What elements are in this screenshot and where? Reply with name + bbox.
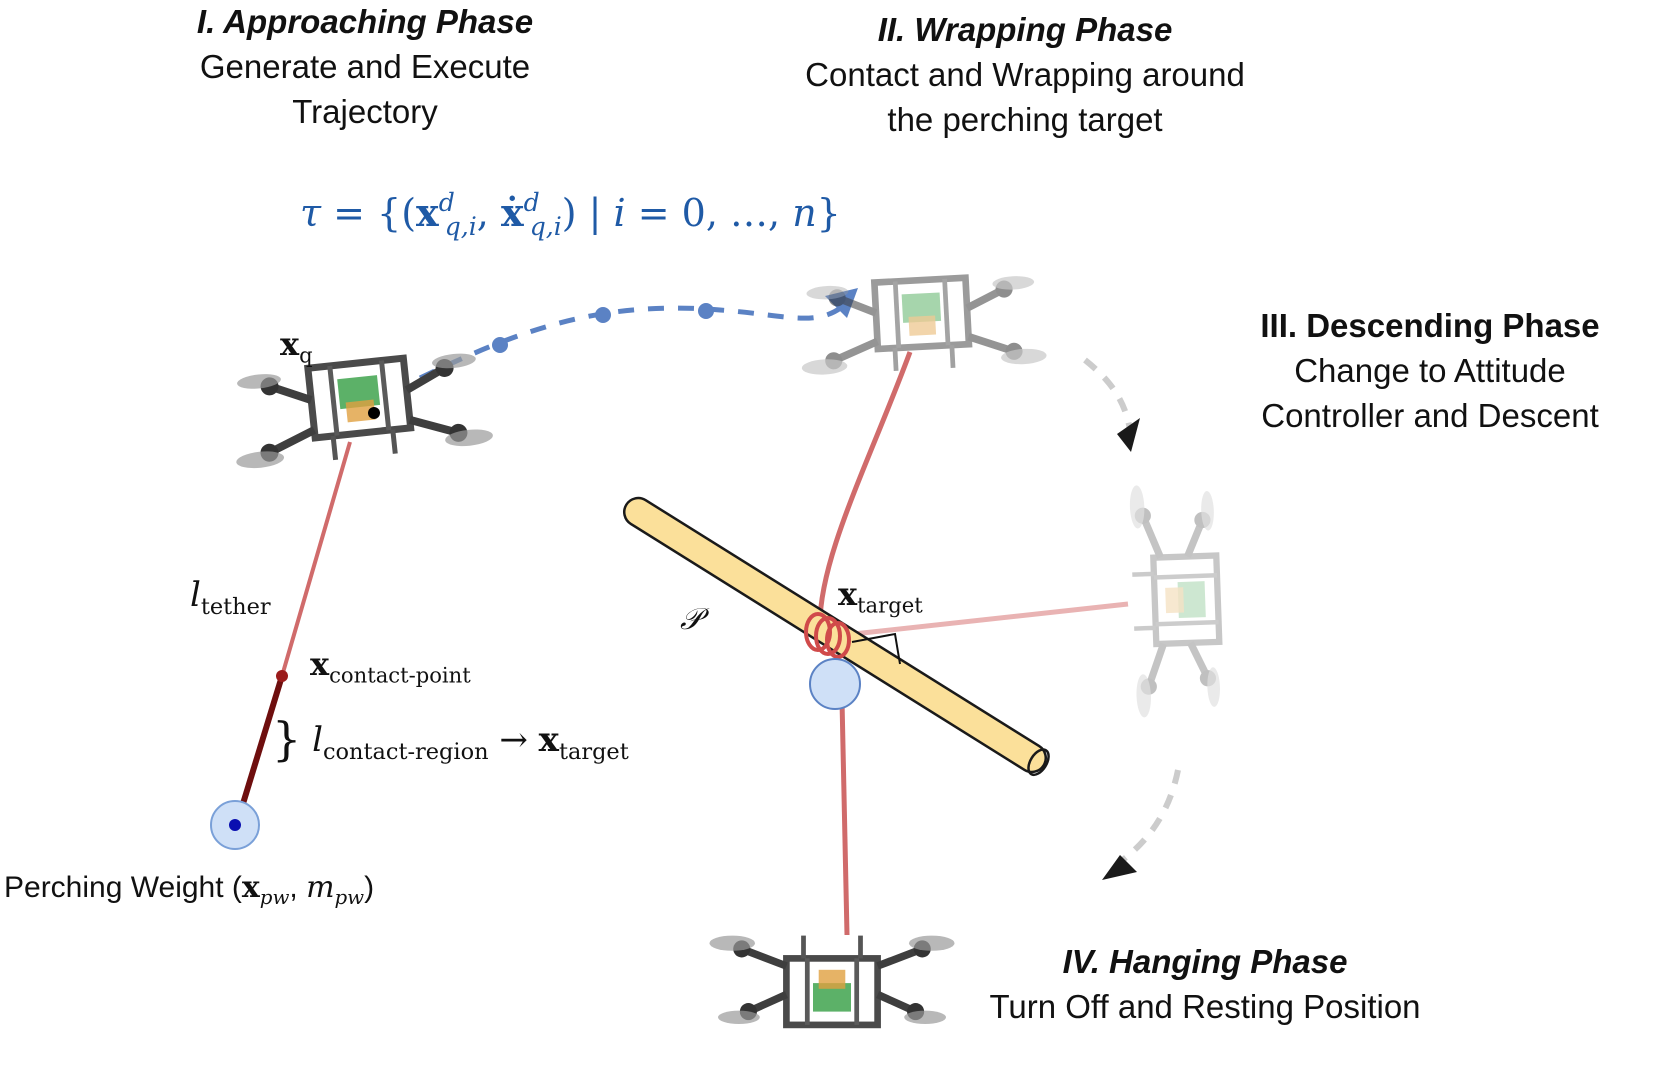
phase-approaching-title: I. Approaching Phase	[196, 3, 534, 40]
phase-approaching-desc-2: Trajectory	[292, 93, 438, 130]
x-q-symbol: x	[280, 325, 300, 363]
trajectory-waypoint	[698, 303, 714, 319]
pw-x-sub: pw	[259, 885, 290, 909]
eq-range: = 0, …,	[625, 191, 793, 236]
phase-descending-desc-1: Change to Attitude	[1294, 352, 1566, 389]
phase-descending: III. Descending Phase Change to Attitude…	[1215, 304, 1645, 438]
phase-wrapping: II. Wrapping Phase Contact and Wrapping …	[745, 8, 1305, 142]
pw-x-symbol: x	[241, 870, 260, 905]
perching-weight-text: Perching Weight (	[4, 871, 242, 904]
eq-x: x	[416, 190, 439, 236]
phase-hanging: IV. Hanging Phase Turn Off and Resting P…	[945, 940, 1465, 1029]
eq-open: = {(	[321, 191, 417, 236]
pw-sep: ,	[289, 871, 307, 904]
label-x-target: xtarget	[838, 575, 923, 617]
maps-to-arrow: →	[488, 720, 539, 760]
trajectory-waypoint	[492, 337, 508, 353]
l-contact-region-sub: contact-region	[322, 738, 489, 765]
quadrotor-drone-icon	[1129, 483, 1222, 718]
x-contact-point-symbol: x	[310, 645, 330, 683]
x-target-sub: target	[857, 592, 923, 618]
x-target-symbol-2: x	[538, 720, 559, 760]
wrap-weight-icon	[809, 658, 861, 710]
eq-n: n	[792, 191, 817, 236]
l-tether-sub: tether	[200, 593, 271, 620]
phase-descending-desc-2: Controller and Descent	[1261, 397, 1599, 434]
pw-m-symbol: m	[306, 870, 335, 905]
wrap-loops	[804, 612, 851, 659]
eq-xdot: ẋ	[500, 190, 524, 236]
perching-weight-icon	[210, 800, 260, 850]
quadrotor-drone-icon	[798, 274, 1047, 376]
x-q-sub: q	[299, 342, 313, 368]
phase-hanging-desc: Turn Off and Resting Position	[989, 988, 1421, 1025]
eq-x-sup: d	[438, 188, 455, 217]
quadrotor-drone-icon	[227, 350, 493, 470]
phase-approaching-desc-1: Generate and Execute	[199, 48, 531, 85]
phase-hanging-title: IV. Hanging Phase	[1062, 943, 1348, 980]
arrowhead-icon	[1102, 855, 1137, 880]
tether-descending	[834, 601, 1129, 639]
phase-wrapping-desc-2: the perching target	[887, 101, 1163, 138]
tether-approach	[280, 441, 352, 677]
l-tether-symbol: l	[190, 575, 201, 615]
contact-point-dot	[276, 670, 288, 682]
perch-plane-symbol: 𝒫	[680, 602, 702, 637]
eq-x-sub: q,i	[444, 211, 477, 241]
phase-wrapping-title: II. Wrapping Phase	[877, 11, 1173, 48]
trajectory-waypoint	[595, 307, 611, 323]
descent-arrow	[1083, 357, 1133, 431]
tether-hanging	[839, 699, 850, 936]
pw-suffix: )	[364, 871, 375, 904]
eq-xdot-sup: d	[523, 188, 540, 217]
pw-m-sub: pw	[334, 885, 365, 909]
l-contact-region-symbol: l	[312, 720, 323, 760]
eq-close: ) |	[561, 191, 614, 236]
x-target-symbol: x	[838, 575, 858, 613]
phase-descending-title: III. Descending Phase	[1260, 307, 1600, 344]
label-l-tether: ltether	[190, 575, 271, 620]
trajectory-equation: τ = {(xdq,i, ẋdq,i) | i = 0, …, n}	[300, 188, 841, 241]
x-target-sub-2: target	[558, 738, 629, 765]
hanging-arrow	[1118, 769, 1181, 865]
x-contact-point-sub: contact-point	[329, 662, 471, 688]
label-x-contact-point: xcontact-point	[310, 645, 471, 687]
phase-wrapping-desc-1: Contact and Wrapping around	[805, 56, 1245, 93]
label-x-q: xq	[280, 325, 313, 367]
eq-xdot-sub: q,i	[529, 211, 562, 241]
phase-approaching: I. Approaching Phase Generate and Execut…	[155, 0, 575, 134]
right-angle-marker	[851, 632, 901, 665]
eq-i: i	[613, 191, 626, 236]
label-perching-weight: Perching Weight (xpw, mpw)	[4, 870, 374, 909]
quadrotor-drone-icon	[709, 936, 954, 1025]
drone-com-dot	[368, 407, 380, 419]
tether-contact-region	[235, 675, 285, 821]
tau-symbol: τ	[300, 191, 322, 236]
eq-comma: ,	[476, 191, 501, 236]
tether-wrapping	[817, 351, 913, 629]
contact-region-brace: }	[272, 712, 302, 766]
arrowhead-icon	[1117, 418, 1140, 452]
eq-end: }	[816, 191, 841, 236]
label-perch-plane: 𝒫	[680, 602, 702, 637]
trajectory-path	[418, 298, 852, 381]
label-l-contact-region: } lcontact-region → xtarget	[272, 712, 629, 766]
